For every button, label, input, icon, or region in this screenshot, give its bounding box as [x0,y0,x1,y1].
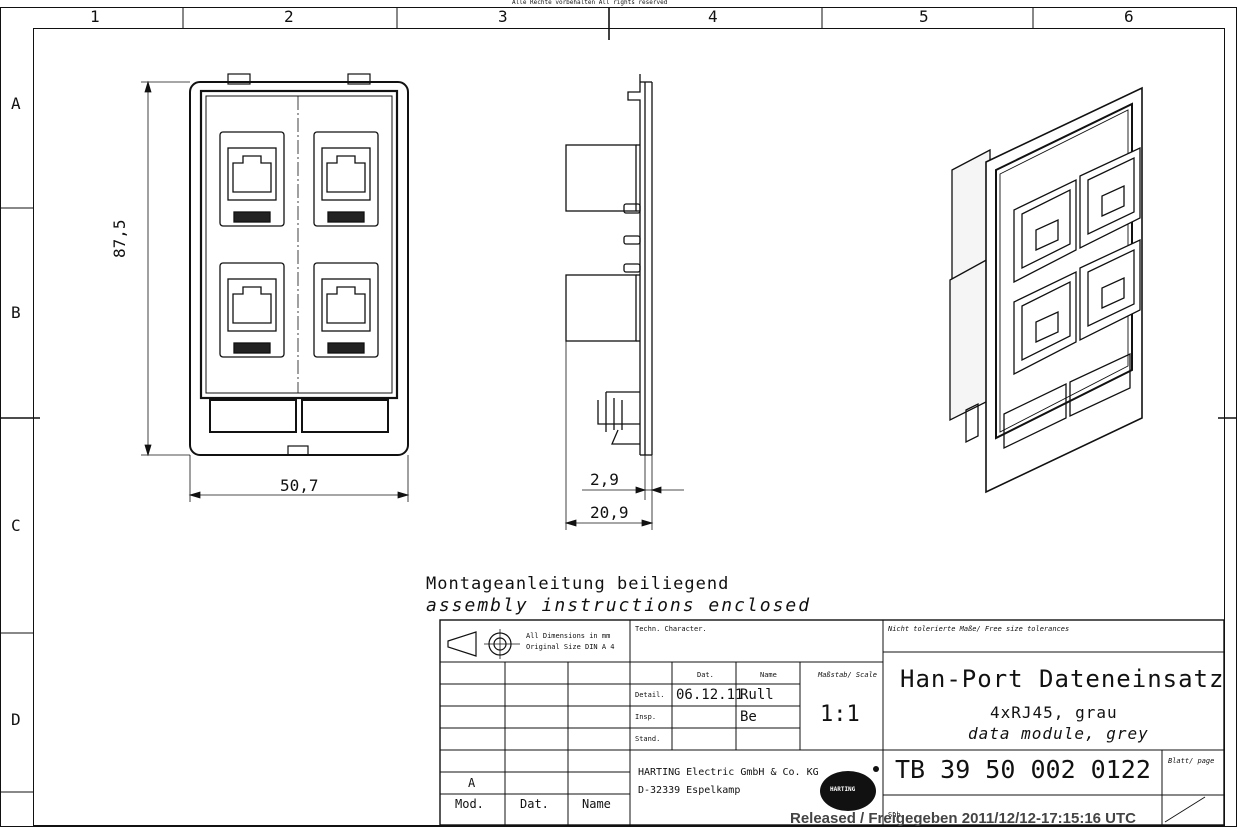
tolerance-note: Nicht tolerierte Maße/ Free size toleran… [888,625,1070,633]
harting-logo-text: HARTING [830,786,856,793]
dat-label: Dat. [520,797,549,811]
copyright-note: Alle Rechte vorbehalten All rights reser… [512,0,668,6]
techn-character-label: Techn. Character. [635,625,707,633]
drawing-title: Han-Port Dateneinsatz [900,665,1225,693]
zone-row-c: C [11,516,21,535]
dimension-height: 87,5 [110,219,129,258]
company-address: D-32339 Espelkamp [638,785,741,796]
row-stand-label: Stand. [635,735,661,743]
zone-col-6: 6 [1124,7,1134,26]
rj45-socket-front [219,131,285,227]
zone-col-2: 2 [284,7,294,26]
dimension-depth-total: 20,9 [590,503,629,522]
part-number: TB 39 50 002 0122 [895,755,1151,784]
sub-label: Sub. [888,811,905,819]
original-size-label: Original Size DIN A 4 [526,643,615,651]
zone-col-4: 4 [708,7,718,26]
col-name-label: Name [760,671,777,679]
note-assembly-de: Montageanleitung beiliegend [426,574,730,594]
zone-col-3: 3 [498,7,508,26]
release-stamp: Released / Freigegeben 2011/12/12-17:15:… [790,810,1137,827]
all-dimensions-label: All Dimensions in mm [526,632,611,640]
scale-value: 1:1 [820,702,860,727]
drawing-subtitle-en: data module, grey [968,724,1149,743]
projection-symbol-icon [447,629,520,659]
name-label: Name [582,797,611,811]
side-view [564,74,684,530]
revision-letter: A [468,776,476,790]
insp-name: Be [740,709,757,725]
col-dat-label: Dat. [697,671,714,679]
scale-label: Maßstab/ Scale [818,671,878,679]
dimension-depth-small: 2,9 [590,470,619,489]
drawing-subtitle-de: 4xRJ45, grau [990,703,1118,722]
harting-logo [820,766,879,811]
zone-row-a: A [11,94,21,113]
front-view [141,73,410,502]
rj45-socket-iso [1013,178,1077,284]
detail-name: Rull [740,687,774,703]
mod-label: Mod. [455,797,484,811]
detail-date: 06.12.11 [676,687,744,703]
zone-row-b: B [11,303,21,322]
company-name: HARTING Electric GmbH & Co. KG [638,767,819,778]
note-assembly-en: assembly instructions enclosed [426,595,812,616]
sheet-label: Blatt/ page [1168,757,1215,765]
zone-row-d: D [11,710,21,729]
zone-col-1: 1 [90,7,100,26]
dimension-width: 50,7 [280,476,319,495]
row-insp-label: Insp. [635,713,657,721]
isometric-view [949,86,1143,494]
title-block [439,619,1225,826]
row-detail-label: Detail. [635,691,665,699]
zone-col-5: 5 [919,7,929,26]
